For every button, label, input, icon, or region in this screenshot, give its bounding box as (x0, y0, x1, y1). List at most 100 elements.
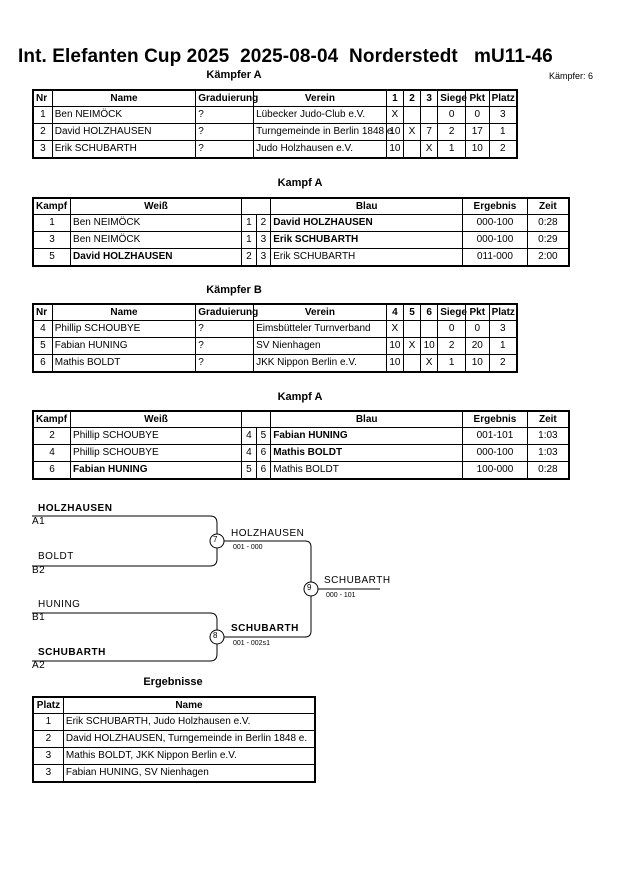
table-header-row: Kampf Weiß Blau Ergebnis Zeit (32, 410, 570, 428)
fights-a-title: Kampf A (277, 177, 323, 189)
results-table: Platz Name 1 Erik SCHUBARTH, Judo Holzha… (32, 696, 316, 783)
cell: 0:28 (526, 461, 570, 480)
cell: Mathis BOLDT (270, 444, 464, 462)
cell: David HOLZHAUSEN (51, 123, 197, 141)
cell: 3 (32, 747, 64, 765)
fight-9-marker (303, 581, 319, 597)
cell: 1 (488, 337, 518, 355)
fights-b-title: Kampf A (277, 391, 323, 403)
cell: 6 (255, 444, 272, 462)
cell: 2 (32, 730, 64, 748)
cell: Erik SCHUBARTH (51, 140, 197, 159)
table-row: 2 David HOLZHAUSEN, Turngemeinde in Berl… (32, 730, 316, 748)
bracket-b2-name: BOLDT (38, 551, 74, 562)
cell: 2:00 (526, 248, 570, 267)
table-row: 6 Fabian HUNING 5 6 Mathis BOLDT 100-000… (32, 461, 570, 480)
table-row: 3 Fabian HUNING, SV Nienhagen (32, 764, 316, 783)
cell: 3 (255, 231, 272, 249)
cell: 5 (32, 337, 53, 355)
cell: X (420, 140, 439, 159)
cell: Erik SCHUBARTH, Judo Holzhausen e.V. (62, 713, 316, 731)
results-title: Ergebnisse (143, 676, 203, 688)
table-row: 5 David HOLZHAUSEN 2 3 Erik SCHUBARTH 01… (32, 248, 570, 267)
fight-9-winner: SCHUBARTH (324, 575, 391, 586)
cell: 7 (420, 123, 439, 141)
cell: 6 (32, 461, 72, 480)
cell: 1 (488, 123, 518, 141)
cell: Mathis BOLDT (270, 461, 464, 480)
table-row: 3 Mathis BOLDT, JKK Nippon Berlin e.V. (32, 747, 316, 765)
bracket-a1-seed: A1 (32, 516, 46, 527)
cell: Ben NEIMÖCK (70, 231, 243, 249)
cell: 000-100 (462, 231, 528, 249)
cell: 3 (32, 140, 53, 159)
cell: Fabian HUNING (70, 461, 243, 480)
cell: 1 (32, 713, 64, 731)
table-row: 1 Ben NEIMÖCK ? Lübecker Judo-Club e.V. … (32, 106, 518, 124)
table-row: 4 Phillip SCHOUBYE 4 6 Mathis BOLDT 000-… (32, 444, 570, 462)
cell: 1 (437, 354, 467, 373)
cell: Mathis BOLDT, JKK Nippon Berlin e.V. (62, 747, 316, 765)
cell: Fabian HUNING (51, 337, 197, 355)
bracket-a2-seed: A2 (32, 660, 46, 671)
col-header: Nr (32, 303, 53, 321)
fight-7-winner: HOLZHAUSEN (231, 528, 305, 539)
cell: 000-100 (462, 444, 528, 462)
bracket-line-f7-out (217, 540, 312, 588)
cell: Fabian HUNING, SV Nienhagen (62, 764, 316, 783)
table-header-row: Kampf Weiß Blau Ergebnis Zeit (32, 197, 570, 215)
bracket-b1-name: HUNING (38, 599, 81, 610)
cell: X (402, 337, 422, 355)
fights-b-table: Kampf Weiß Blau Ergebnis Zeit 2 Phillip … (32, 410, 570, 480)
cell: 3 (32, 231, 72, 249)
table-row: 3 Ben NEIMÖCK 1 3 Erik SCHUBARTH 000-100… (32, 231, 570, 249)
bracket-a1-name: HOLZHAUSEN (38, 503, 113, 514)
cell: 5 (32, 248, 72, 267)
table-row: 3 Erik SCHUBARTH ? Judo Holzhausen e.V. … (32, 140, 518, 159)
fight-8-winner: SCHUBARTH (231, 623, 299, 634)
cell: 2 (32, 123, 53, 141)
table-row: 5 Fabian HUNING ? SV Nienhagen 10 X 10 2… (32, 337, 518, 355)
fighter-count: Kämpfer: 6 (549, 71, 594, 81)
fights-a-table: Kampf Weiß Blau Ergebnis Zeit 1 Ben NEIM… (32, 197, 570, 267)
table-row: 1 Erik SCHUBARTH, Judo Holzhausen e.V. (32, 713, 316, 731)
table-row: 2 David HOLZHAUSEN ? Turngemeinde in Ber… (32, 123, 518, 141)
cell: David HOLZHAUSEN (70, 248, 243, 267)
bracket-b1-seed: B1 (32, 612, 46, 623)
cell: 6 (255, 461, 272, 480)
pool-a-table: Nr Name Graduierung Verein 1 2 3 Siege P… (32, 89, 518, 159)
table-row: 4 Phillip SCHOUBYE ? Eimsbütteler Turnve… (32, 320, 518, 338)
table-row: 6 Mathis BOLDT ? JKK Nippon Berlin e.V. … (32, 354, 518, 373)
pool-a-title: Kämpfer A (206, 69, 262, 81)
bracket-b2-seed: B2 (32, 565, 46, 576)
table-header-row: Nr Name Graduierung Verein 1 2 3 Siege P… (32, 89, 518, 107)
col-header: Platz (32, 696, 64, 714)
pool-b-table: Nr Name Graduierung Verein 4 5 6 Siege P… (32, 303, 518, 373)
cell: 0:29 (526, 231, 570, 249)
cell: Mathis BOLDT (51, 354, 197, 373)
page-title: Int. Elefanten Cup 2025 2025-08-04 Norde… (18, 46, 553, 67)
cell: Erik SCHUBARTH (270, 248, 464, 267)
cell: 2 (488, 140, 518, 159)
cell: David HOLZHAUSEN, Turngemeinde in Berlin… (62, 730, 316, 748)
pool-b-title: Kämpfer B (206, 284, 262, 296)
cell: 2 (437, 123, 467, 141)
cell: 2 (488, 354, 518, 373)
bracket-a2-name: SCHUBARTH (38, 647, 106, 658)
cell: Turngemeinde in Berlin 1848 e. (253, 123, 395, 141)
cell: 1 (437, 140, 467, 159)
fight-8-score: 001 - 002s1 (233, 640, 270, 647)
fight-8-number: 8 (213, 631, 218, 640)
fight-7-marker (209, 533, 225, 549)
cell: 6 (32, 354, 53, 373)
bracket-line-f8-out (217, 589, 312, 638)
cell: 2 (437, 337, 467, 355)
cell: Phillip SCHOUBYE (70, 444, 243, 462)
col-header: Name (62, 696, 316, 714)
cell: X (420, 354, 439, 373)
fight-9-score: 000 - 101 (326, 592, 356, 599)
fight-7-number: 7 (213, 535, 218, 544)
fight-8-marker (209, 629, 225, 645)
cell: 100-000 (462, 461, 528, 480)
